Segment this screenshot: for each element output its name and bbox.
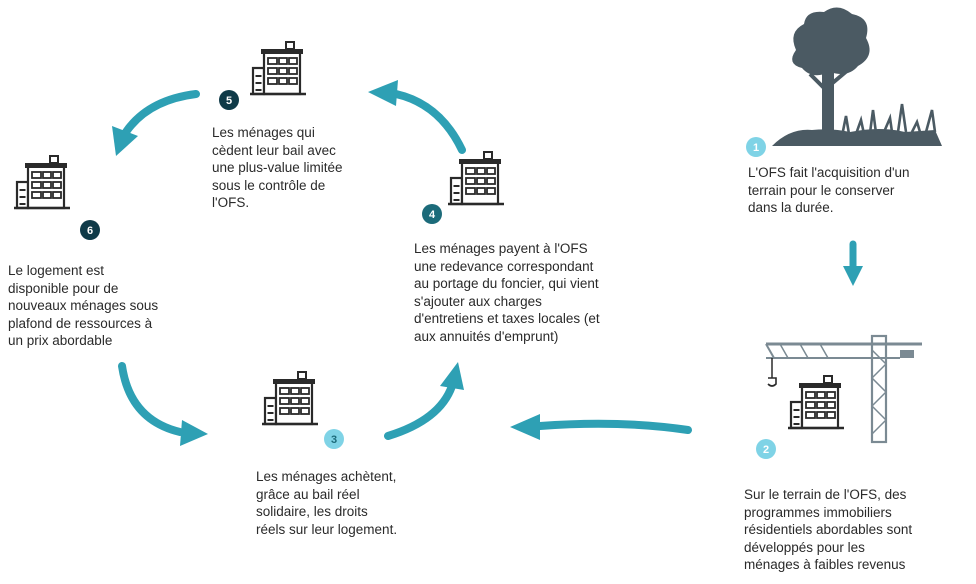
- step-number-4: 4: [429, 209, 436, 221]
- step-number-1: 1: [753, 142, 759, 154]
- step-3-line: réels sur leur logement.: [256, 521, 398, 537]
- step-badge-2: 2: [756, 439, 776, 459]
- step-3-line: solidaire, les droits: [256, 504, 368, 519]
- step-3-line: Les ménages achètent,: [256, 469, 397, 484]
- step-5-text: Les ménages qui cèdent leur bail avec un…: [212, 124, 343, 212]
- step-1-line: dans la durée.: [748, 200, 834, 215]
- step-4-line: une redevance correspondant: [414, 258, 594, 274]
- step-badge-5: 5: [219, 90, 239, 110]
- step-badge-1: 1: [746, 137, 766, 157]
- arrow-3-to-4: [384, 362, 464, 440]
- step-6-line: un prix abordable: [8, 333, 113, 348]
- tree-canopy: [792, 7, 870, 76]
- step-2-text: Sur le terrain de l'OFS, des programmes …: [744, 486, 912, 574]
- step-4-text: Les ménages payent à l'OFS une redevance…: [414, 240, 600, 345]
- tree-grass: [840, 103, 937, 137]
- step-4-line: Les ménages payent à l'OFS: [414, 241, 588, 256]
- step-2-line: programmes immobiliers: [744, 504, 892, 520]
- step-4-line: s'ajouter aux charges: [414, 293, 542, 309]
- step-1-line: terrain pour le conserver: [748, 182, 895, 198]
- step-number-2: 2: [763, 444, 769, 456]
- arrow-5-to-6: [112, 90, 200, 156]
- step-3-line: grâce au bail réel: [256, 486, 360, 502]
- step-3-text: Les ménages achètent, grâce au bail réel…: [256, 468, 397, 538]
- step-5-line: cèdent leur bail avec: [212, 142, 336, 158]
- building-icon-step-3: [260, 370, 320, 426]
- tree-trunk: [822, 68, 834, 134]
- step-5-line: l'OFS.: [212, 195, 250, 210]
- step-2-line: résidentiels abordables sont: [744, 522, 913, 537]
- step-1-text: L'OFS fait l'acquisition d'un terrain po…: [748, 164, 910, 217]
- step-5-line: une plus-value limitée: [212, 160, 343, 175]
- step-badge-4: 4: [422, 204, 442, 224]
- step-6-text: Le logement est disponible pour de nouve…: [8, 262, 158, 350]
- step-4-line: au portage du foncier, qui vient: [414, 276, 599, 291]
- step-6-line: nouveaux ménages sous: [8, 298, 159, 313]
- step-1-line: L'OFS fait l'acquisition d'un: [748, 165, 910, 180]
- building-icon-step-2: [786, 374, 846, 430]
- tree-icon: [772, 7, 942, 146]
- step-6-line: disponible pour de: [8, 280, 119, 296]
- step-badge-3: 3: [324, 429, 344, 449]
- arrow-6-to-3: [118, 362, 208, 446]
- step-2-line: développés pour les: [744, 539, 865, 555]
- arrow-4-to-5: [368, 80, 466, 154]
- building-icon-step-4: [446, 150, 506, 206]
- step-6-line: Le logement est: [8, 263, 105, 278]
- step-2-line: Sur le terrain de l'OFS, des: [744, 487, 907, 502]
- step-badge-6: 6: [80, 220, 100, 240]
- step-5-line: Les ménages qui: [212, 125, 315, 140]
- step-4-line: aux annuités d'emprunt): [414, 328, 559, 344]
- step-5-line: sous le contrôle de: [212, 177, 326, 193]
- arrow-2-to-3: [510, 414, 692, 440]
- step-number-6: 6: [87, 225, 93, 237]
- step-number-3: 3: [331, 434, 337, 446]
- step-2-line: ménages à faibles revenus: [744, 557, 906, 572]
- tree-ground: [772, 129, 942, 146]
- crane-icon: [765, 334, 922, 444]
- building-icon-step-5: [248, 40, 308, 96]
- arrow-1-to-2: [843, 240, 863, 286]
- building-icon-step-6: [12, 154, 72, 210]
- step-4-line: d'entretiens et taxes locales (et: [414, 311, 600, 326]
- step-number-5: 5: [226, 95, 232, 107]
- step-6-line: plafond de ressources à: [8, 315, 153, 331]
